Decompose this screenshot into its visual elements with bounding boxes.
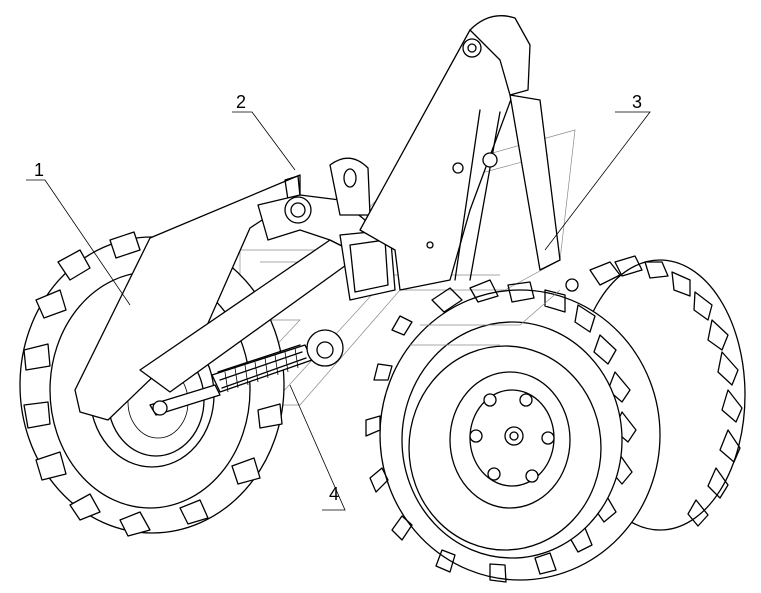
callout-leaders: [26, 111, 651, 511]
front-right-tire: [365, 279, 661, 583]
upright-mast: [359, 15, 579, 292]
frame-beam: [139, 157, 396, 393]
callout-2: 2: [236, 92, 246, 112]
arrow-pair-watermark-overlay: [410, 289, 561, 346]
callout-3: 3: [632, 92, 642, 112]
left-lug-wheel: [19, 231, 285, 537]
spring-assembly: [149, 329, 344, 416]
callout-4: 4: [329, 484, 339, 504]
callout-1: 1: [34, 160, 44, 180]
